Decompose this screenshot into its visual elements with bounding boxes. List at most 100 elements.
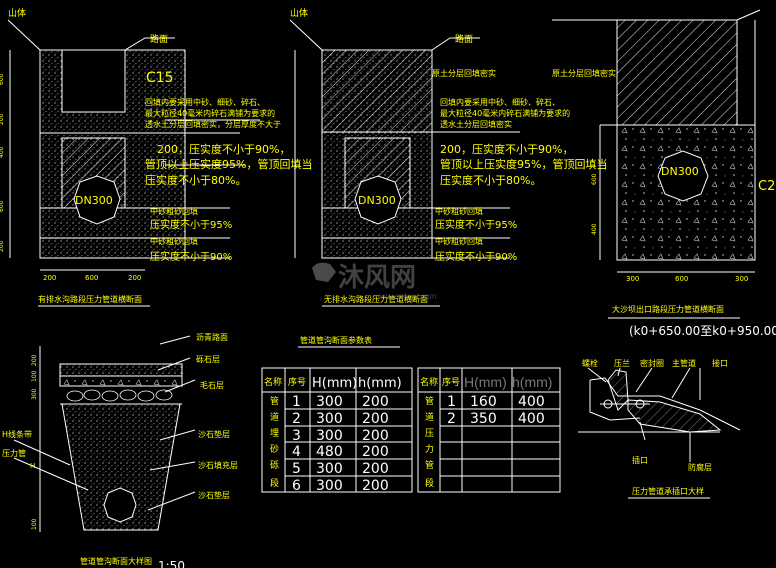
right-fill-label: 原土分层回填密实 [552, 68, 616, 78]
t1-h-name: 名称 [264, 376, 282, 388]
layer-2: 砾石层 [196, 354, 220, 364]
mid-pipe-label: DN300 [358, 194, 396, 207]
t1-r6-H: 300 [316, 478, 343, 494]
pipe-octagon [657, 150, 709, 202]
t2-nc-6: 段 [425, 477, 434, 489]
right-caption: 大沙坝出口路段压力管道横断面 [612, 304, 724, 314]
left-dim-v-3: 400 [0, 146, 5, 158]
t2-r1-no: 1 [447, 394, 456, 410]
t1-r5-no: 5 [292, 461, 301, 477]
table1 [261, 367, 413, 493]
t1-r6-no: 6 [292, 478, 301, 494]
trench-left-label-1: H线条带 [2, 429, 32, 439]
left-dim-v-2: 200 [0, 113, 5, 125]
t1-r1-no: 1 [292, 394, 301, 410]
left-dim-v-4: 600 [0, 200, 5, 212]
mid-fill-label: 原土分层回填密实 [432, 68, 496, 78]
t1-r4-h: 200 [362, 444, 389, 460]
t2-nc-4: 力 [425, 443, 434, 455]
mid-surface-label: 路面 [455, 33, 473, 45]
t1-r2-H: 300 [316, 411, 343, 427]
t1-nc-5: 砾 [270, 459, 279, 471]
t1-r6-h: 200 [362, 478, 389, 494]
trench-dim-5: 100 [31, 518, 38, 530]
right-section [552, 9, 761, 273]
left-dim-v-1: 600 [0, 73, 5, 85]
mid-pct-1: 200，压实度不小于90%， [440, 142, 573, 156]
detail-caption: 压力管道承插口大样 [632, 486, 704, 496]
left-note-a: 回填内要采用中砂、细砂、碎石、 [145, 97, 265, 107]
right-dim-v-2: 400 [591, 223, 598, 235]
t1-nc-4: 砂 [270, 443, 279, 455]
t1-r3-H: 300 [316, 428, 343, 444]
trench-left-label-2: 压力管 [2, 448, 26, 458]
left-dim-v-5: 200 [0, 240, 5, 252]
trench-section [13, 335, 196, 532]
left-layer-a: 中砂粗砂回填 [150, 206, 198, 216]
mid-note-b: 最大粒径40毫米内碎石满铺为要求的 [440, 108, 570, 118]
mid-note-a: 回填内要采用中砂、细砂、碎石、 [440, 97, 560, 107]
t1-r3-no: 3 [292, 428, 301, 444]
trench-dim-1: 200 [31, 354, 38, 366]
t1-r4-no: 4 [292, 444, 301, 460]
t1-r3-h: 200 [362, 428, 389, 444]
t2-nc-1: 管 [425, 395, 434, 407]
c20-label: C20 [758, 179, 776, 194]
detail-label-2: 压兰 [614, 358, 630, 368]
mid-layer-b: 中砂粗砂回填 [435, 236, 483, 246]
t1-r5-H: 300 [316, 461, 343, 477]
t2-h-H: H(mm) [464, 374, 507, 390]
right-dim-h-1: 300 [626, 275, 639, 283]
left-layer-a-pct: 压实度不小于95% [150, 218, 232, 231]
t2-h-no: 序号 [442, 376, 460, 388]
t1-nc-2: 道 [270, 411, 279, 423]
t1-nc-1: 管 [270, 395, 279, 407]
t2-nc-3: 压 [425, 428, 434, 439]
layer-6: 沙石垫层 [198, 490, 230, 500]
left-pct-1: 200，压实度不小于90%， [157, 142, 290, 156]
t2-nc-2: 道 [425, 411, 434, 423]
layer-4: 沙石垫层 [198, 429, 230, 439]
right-dim-h-3: 300 [735, 275, 748, 283]
table1-rows: 1 300 200 2 300 200 3 300 200 4 480 200 … [292, 394, 389, 494]
left-section [7, 19, 260, 271]
pipe-octagon [103, 487, 137, 523]
right-dim-v-1: 600 [591, 173, 598, 185]
left-surface-label: 路面 [150, 33, 168, 45]
detail-bottom-1: 插口 [632, 455, 648, 465]
right-pipe-label: DN300 [661, 165, 699, 178]
t1-r4-H: 480 [316, 444, 343, 460]
trench-dim-2: 100 [31, 370, 38, 382]
left-note-c: 透水土分层回填密实，分层厚度不大于 [145, 119, 281, 129]
watermark-url: www.mfcad.com [377, 292, 437, 301]
t1-nc-6: 段 [270, 477, 279, 489]
right-dim-h-2: 600 [675, 275, 688, 283]
left-pct-2: 管顶以上压实度95%，管顶回填当 [145, 157, 312, 171]
layer-5: 沙石填充层 [198, 460, 238, 470]
mid-pct-3: 压实度不小于80%。 [440, 173, 541, 187]
watermark-text: 沐风网 [338, 262, 416, 292]
t1-nc-3: 埋 [270, 428, 279, 439]
pipe-octagon [73, 175, 121, 225]
left-pct-3: 压实度不小于80%。 [145, 173, 246, 187]
detail-label-3: 密封圈 [640, 358, 664, 368]
trench-scale: 1:50 [158, 559, 185, 568]
left-note-b: 最大粒径40毫米内碎石满铺为要求的 [145, 108, 275, 118]
detail-label-1: 螺栓 [582, 358, 598, 368]
t2-r2-h: 400 [518, 411, 545, 427]
middle-section [289, 19, 520, 259]
mid-layer-a-pct: 压实度不小于95% [435, 218, 517, 231]
mid-layer-a: 中砂粗砂回填 [435, 206, 483, 216]
trench-dim-3: 300 [31, 388, 38, 400]
left-dim-h-3: 200 [128, 274, 141, 282]
socket-detail [578, 367, 741, 462]
t1-r1-H: 300 [316, 394, 343, 410]
table2 [417, 367, 561, 493]
layer-1: 沥青路面 [196, 332, 228, 342]
t1-r2-h: 200 [362, 411, 389, 427]
t2-r1-h: 400 [518, 394, 545, 410]
t1-r1-h: 200 [362, 394, 389, 410]
left-pipe-label: DN300 [75, 194, 113, 207]
detail-label-5: 接口 [712, 358, 728, 368]
